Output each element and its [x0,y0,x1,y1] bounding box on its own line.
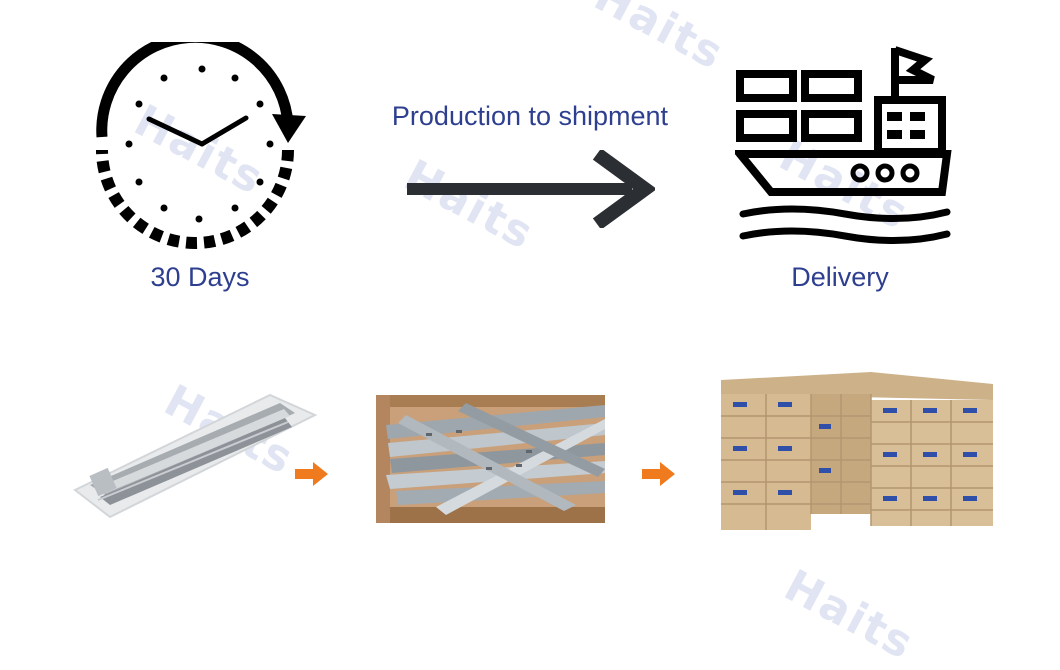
drawer-slide-in-plastic-bag-photo [70,385,330,525]
cargo-ship-icon [731,42,955,252]
stacked-cartons-pallet-photo [721,372,993,530]
process-label: Production to shipment [391,101,669,131]
clock-icon [92,31,307,252]
orange-arrow-icon [295,462,329,486]
arrow-right-icon [405,148,657,230]
watermark: Haits [776,560,923,670]
drawer-slides-in-carton-photo [376,395,605,523]
orange-arrow-icon [642,462,676,486]
duration-label: 30 Days [150,262,250,292]
watermark: Haits [586,0,733,81]
delivery-label: Delivery [791,262,889,292]
